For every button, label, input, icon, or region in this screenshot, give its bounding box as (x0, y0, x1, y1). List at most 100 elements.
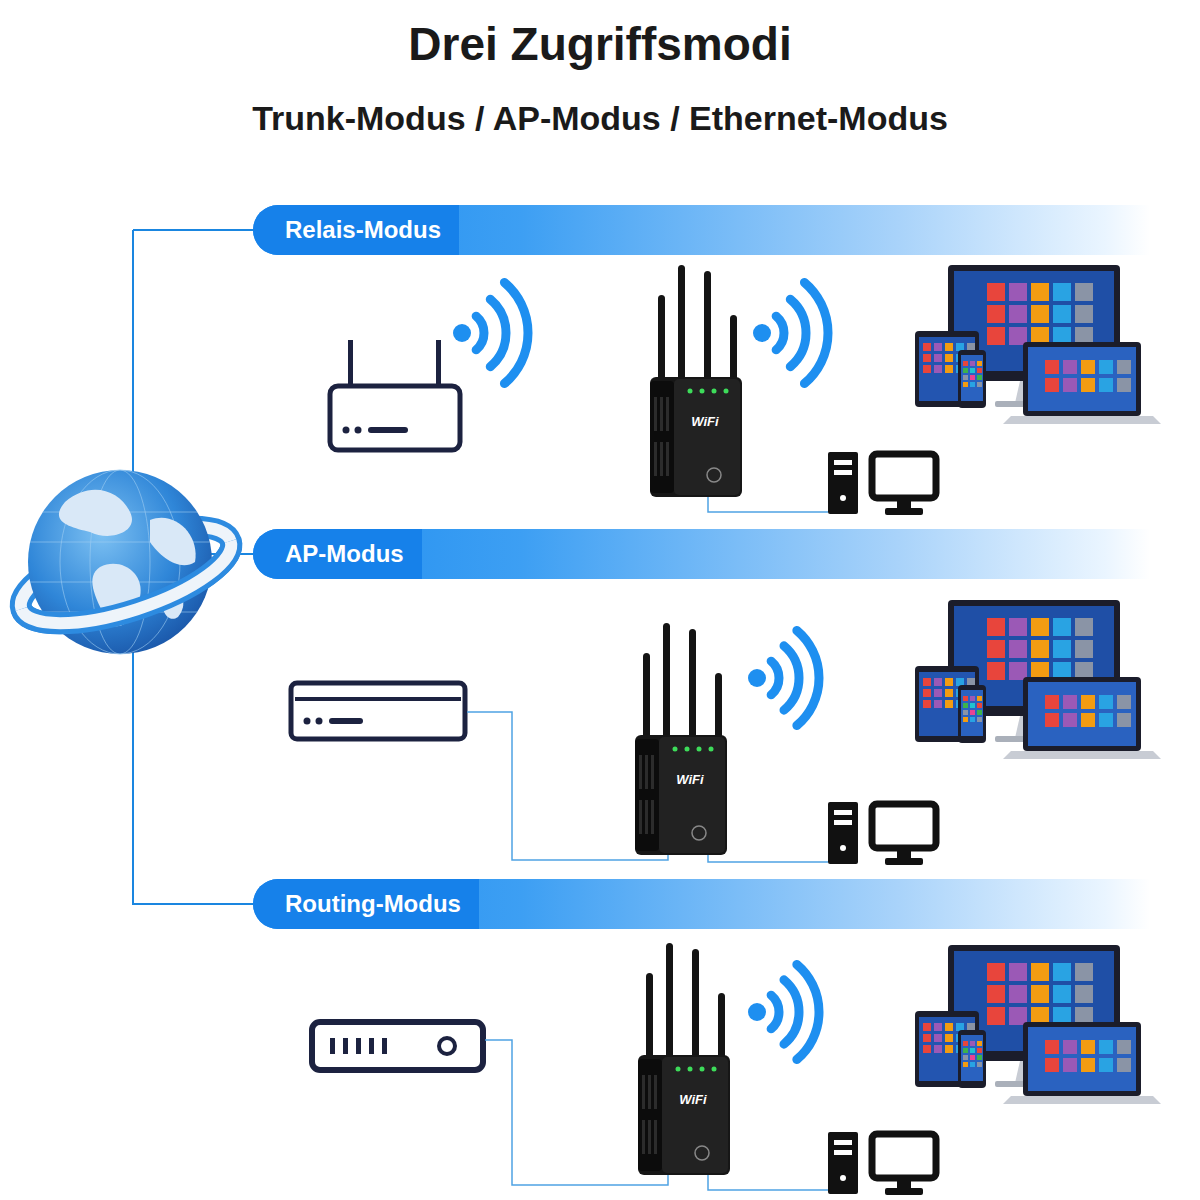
repeater-body (638, 1055, 730, 1175)
app-tile (1117, 695, 1131, 709)
monitor-neck (897, 498, 911, 509)
app-tile (945, 354, 953, 362)
power-button (840, 495, 846, 501)
port-bar (356, 1038, 361, 1054)
modem-light (316, 718, 323, 725)
app-tile (987, 305, 1005, 323)
app-tile (987, 327, 1005, 345)
antenna (348, 340, 353, 388)
app-tile (1117, 713, 1131, 727)
repeater-body (650, 377, 742, 497)
title: Drei Zugriffsmodi (408, 17, 791, 71)
phone-frame (958, 1030, 986, 1088)
vent-slot (639, 800, 642, 834)
phone-screen (961, 1035, 983, 1081)
pc-tower (828, 452, 858, 514)
app-tile (1117, 360, 1131, 374)
app-tile (945, 365, 953, 373)
signal-arc (797, 631, 819, 726)
app-tile (1075, 305, 1093, 323)
vent-slot (645, 755, 648, 789)
vent-slot (651, 800, 654, 834)
app-tile (987, 963, 1005, 981)
app-tile (934, 1023, 942, 1031)
vent-slot (642, 1120, 645, 1154)
app-tile (977, 1048, 982, 1053)
laptop-base (1003, 751, 1161, 759)
app-tile (1099, 378, 1113, 392)
app-tile (934, 354, 942, 362)
router-light (355, 427, 362, 434)
port-bar (382, 1038, 387, 1054)
app-tile (970, 382, 975, 387)
app-tile (987, 640, 1005, 658)
phone-screen (961, 690, 983, 736)
phone-frame (958, 350, 986, 408)
app-tile (1009, 283, 1027, 301)
app-tile (1009, 662, 1027, 680)
signal-arc (490, 299, 506, 366)
vent-slot (648, 1120, 651, 1154)
monitor-base (885, 1188, 923, 1195)
status-led (697, 747, 702, 752)
app-tile (945, 689, 953, 697)
app-tile (977, 1055, 982, 1060)
continent (59, 490, 132, 536)
status-led (700, 389, 705, 394)
app-tile (1063, 695, 1077, 709)
laptop-frame (1023, 342, 1141, 416)
modem (291, 683, 465, 739)
status-led (709, 747, 714, 752)
front-face (674, 379, 740, 495)
signal-dot (453, 324, 471, 342)
app-tile (963, 361, 968, 366)
app-tile (1117, 1058, 1131, 1072)
device-brand: WiFi (691, 414, 718, 429)
continent (150, 518, 196, 565)
app-tile (945, 1034, 953, 1042)
monitor-base (885, 508, 923, 515)
app-tile (934, 343, 942, 351)
drive-slot (834, 470, 852, 475)
status-led (700, 1067, 705, 1072)
app-tile (956, 343, 964, 351)
app-tile (1045, 360, 1059, 374)
vent-slot (660, 397, 663, 431)
app-tile (934, 365, 942, 373)
vent-slot (654, 1075, 657, 1109)
wifi-signal (753, 282, 828, 383)
ring-band (21, 541, 241, 643)
globe-ring-front (21, 541, 241, 643)
vent-slot (639, 755, 642, 789)
signal-arc (797, 965, 819, 1060)
drive-slot (834, 820, 852, 825)
signal-arc (771, 995, 779, 1029)
router-body (330, 386, 460, 450)
cable (485, 1040, 668, 1185)
app-tile (934, 700, 942, 708)
front-face (659, 737, 725, 853)
app-tile (1099, 1058, 1113, 1072)
repeater-body (635, 735, 727, 855)
app-tile (977, 368, 982, 373)
app-tile (945, 700, 953, 708)
switch-indicator (439, 1038, 455, 1054)
pc-monitor (872, 1134, 936, 1178)
signal-arc (771, 661, 779, 695)
app-tile (1063, 1058, 1077, 1072)
app-tile (1009, 618, 1027, 636)
app-tile (987, 662, 1005, 680)
app-tile (977, 382, 982, 387)
monitor-neck (897, 848, 911, 859)
app-tile (967, 343, 975, 351)
status-led (688, 1067, 693, 1072)
app-tile (1063, 378, 1077, 392)
app-tile (1009, 327, 1027, 345)
app-tile (945, 1023, 953, 1031)
signal-arc (476, 316, 484, 350)
app-tile (956, 1023, 964, 1031)
app-tile (987, 985, 1005, 1003)
branch-line (133, 903, 258, 905)
